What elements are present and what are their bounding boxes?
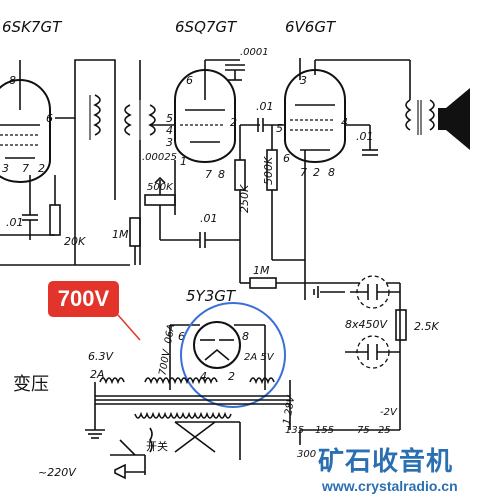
winding-2a: 2A bbox=[90, 368, 105, 381]
voltage-callout: 700V bbox=[48, 281, 119, 317]
res-1m-a: 1M bbox=[112, 228, 129, 241]
callout-pointer bbox=[117, 314, 141, 341]
tap-25: 25 bbox=[378, 425, 391, 436]
pin-4c: 4 bbox=[341, 116, 348, 129]
winding-2a-5v: 2A 5V bbox=[244, 352, 275, 363]
res-1m-b: 1M bbox=[253, 264, 270, 277]
filter-cap-bottom bbox=[345, 335, 400, 369]
cap-01-b: .01 bbox=[200, 212, 218, 225]
pin-1b: 1 bbox=[180, 155, 187, 168]
cap-01-d: .01 bbox=[356, 130, 374, 143]
res-2-5k-body bbox=[395, 309, 407, 341]
pin-8b: 8 bbox=[218, 168, 225, 181]
pin-3b: 3 bbox=[166, 136, 173, 149]
winding-1-28v: 1.28V bbox=[282, 394, 298, 426]
pin-4d: 4 bbox=[200, 370, 207, 383]
pin-6c: 6 bbox=[283, 152, 290, 165]
pin-3a: 3 bbox=[2, 162, 9, 175]
tube-6v6gt bbox=[284, 59, 410, 163]
cap-01-c: .01 bbox=[256, 100, 274, 113]
cathode-network-1 bbox=[22, 175, 61, 240]
tube-6sk7gt-label: 6SK7GT bbox=[2, 18, 63, 36]
pin-8a: 8 bbox=[9, 74, 16, 87]
pin-2a: 2 bbox=[38, 162, 45, 175]
output-transformer bbox=[362, 60, 435, 156]
tube-5y3gt-label: 5Y3GT bbox=[186, 287, 237, 305]
winding-700v: 700V .06A bbox=[157, 323, 177, 376]
pin-2c: 2 bbox=[313, 166, 320, 179]
primary-section bbox=[110, 421, 400, 480]
pin-3c: 3 bbox=[300, 74, 307, 87]
speaker-icon bbox=[438, 88, 470, 150]
cap-8x450v: 8x450V bbox=[345, 318, 389, 331]
pin-4b: 4 bbox=[166, 124, 173, 137]
pin-8d: 8 bbox=[242, 330, 249, 343]
tube-6v6gt-label: 6V6GT bbox=[285, 18, 337, 36]
pin-6d: 6 bbox=[178, 330, 185, 343]
tap-155: 155 bbox=[315, 425, 334, 436]
power-transformer bbox=[85, 377, 291, 439]
pin-5b: 5 bbox=[166, 112, 173, 125]
res-500k-pot: 500K bbox=[147, 182, 174, 193]
pin-5c: 5 bbox=[276, 122, 283, 135]
switch-label: 开关 bbox=[146, 439, 168, 453]
watermark-url: www.crystalradio.cn bbox=[322, 478, 458, 494]
pin-7a: 7 bbox=[22, 162, 29, 175]
pin-7c: 7 bbox=[300, 166, 307, 179]
res-20k: 20K bbox=[64, 235, 86, 248]
coupling-cap bbox=[257, 118, 285, 150]
tube-6sq7gt-label: 6SQ7GT bbox=[175, 18, 238, 36]
transformer-side-label: 变压 bbox=[13, 374, 49, 395]
pin-8c: 8 bbox=[328, 166, 335, 179]
grid-leak-500k bbox=[266, 149, 305, 261]
filter-cap-top bbox=[350, 275, 400, 309]
grid-network bbox=[129, 205, 240, 265]
winding-6-3v: 6.3V bbox=[88, 350, 114, 363]
res-250k: 250K bbox=[238, 184, 251, 213]
tap-300: 300 bbox=[297, 449, 316, 460]
tap-135: 135 bbox=[285, 425, 304, 436]
pin-6b: 6 bbox=[186, 74, 193, 87]
cap-01-tube1: .01 bbox=[6, 216, 24, 229]
pin-2d: 2 bbox=[228, 370, 235, 383]
plate-resistor-250k bbox=[234, 124, 260, 240]
cap-00025: .00025 bbox=[142, 152, 177, 163]
tube-6sq7gt bbox=[174, 59, 240, 163]
res-2-5k: 2.5K bbox=[414, 320, 439, 333]
tap-75: 75 bbox=[357, 425, 370, 436]
pin-2b: 2 bbox=[230, 116, 237, 129]
mains-label: ~220V bbox=[38, 466, 77, 479]
pin-6a: 6 bbox=[46, 112, 53, 125]
highlight-circle bbox=[180, 302, 286, 408]
tube-6sk7gt bbox=[0, 60, 51, 183]
pin-7b: 7 bbox=[205, 168, 212, 181]
cap-0001 bbox=[225, 64, 245, 81]
cap-0001-label: .0001 bbox=[240, 47, 269, 58]
watermark-brand: 矿石收音机 bbox=[318, 447, 454, 477]
neg-2v: -2V bbox=[380, 407, 398, 418]
if-transformer-1 bbox=[0, 59, 130, 266]
res-500k: 500K bbox=[262, 156, 275, 185]
